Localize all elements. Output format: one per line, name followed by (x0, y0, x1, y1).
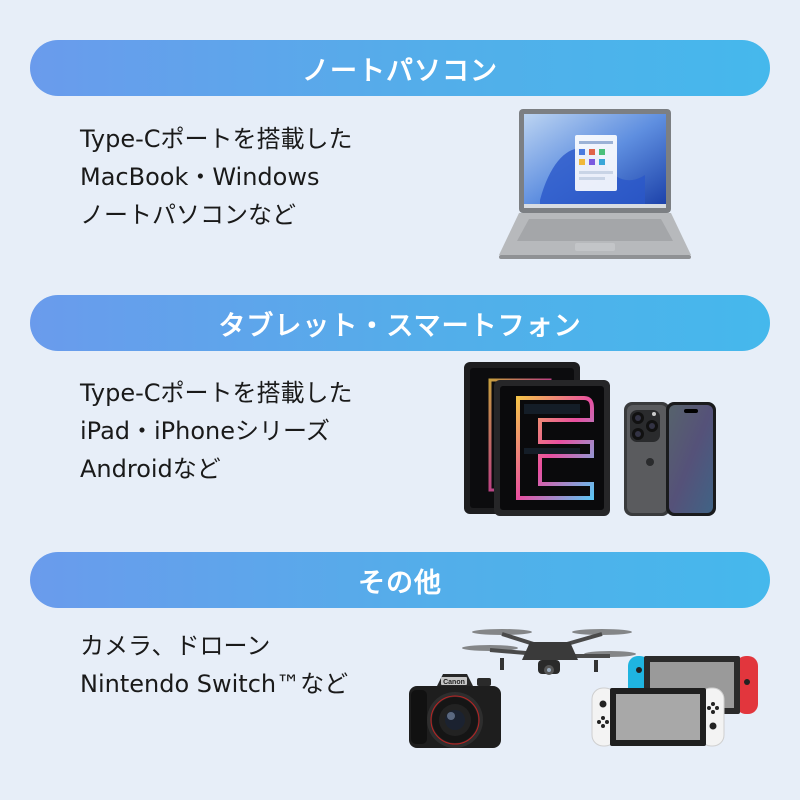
desc-line: Type-Cポートを搭載した (80, 125, 353, 153)
desc-line: ノートパソコンなど (80, 201, 296, 229)
section-desc-laptop: Type-Cポートを搭載した MacBook・Windows ノートパソコンなど (80, 120, 353, 234)
desc-line: カメラ、ドローン (80, 632, 271, 660)
desc-line: Nintendo Switch™など (80, 670, 349, 698)
laptop-icon (499, 109, 691, 259)
desc-line: Androidなど (80, 455, 221, 483)
desc-line: MacBook・Windows (80, 163, 320, 191)
section-banner-laptop: ノートパソコン (30, 40, 770, 96)
section-desc-other: カメラ、ドローン Nintendo Switch™など (80, 627, 348, 703)
desc-line: Type-Cポートを搭載した (80, 379, 353, 407)
camera-brand-label: Canon (443, 679, 465, 686)
desc-line: iPad・iPhoneシリーズ (80, 417, 330, 445)
section-desc-tablet: Type-Cポートを搭載した iPad・iPhoneシリーズ Androidなど (80, 374, 353, 488)
game-console-icon (591, 656, 758, 747)
section-banner-tablet: タブレット・スマートフォン (30, 295, 770, 351)
section-banner-other: その他 (30, 552, 770, 608)
drone-icon (462, 629, 636, 675)
tablet-icon (464, 362, 610, 516)
smartphone-icon (624, 402, 716, 516)
camera-icon: Canon (409, 674, 501, 748)
